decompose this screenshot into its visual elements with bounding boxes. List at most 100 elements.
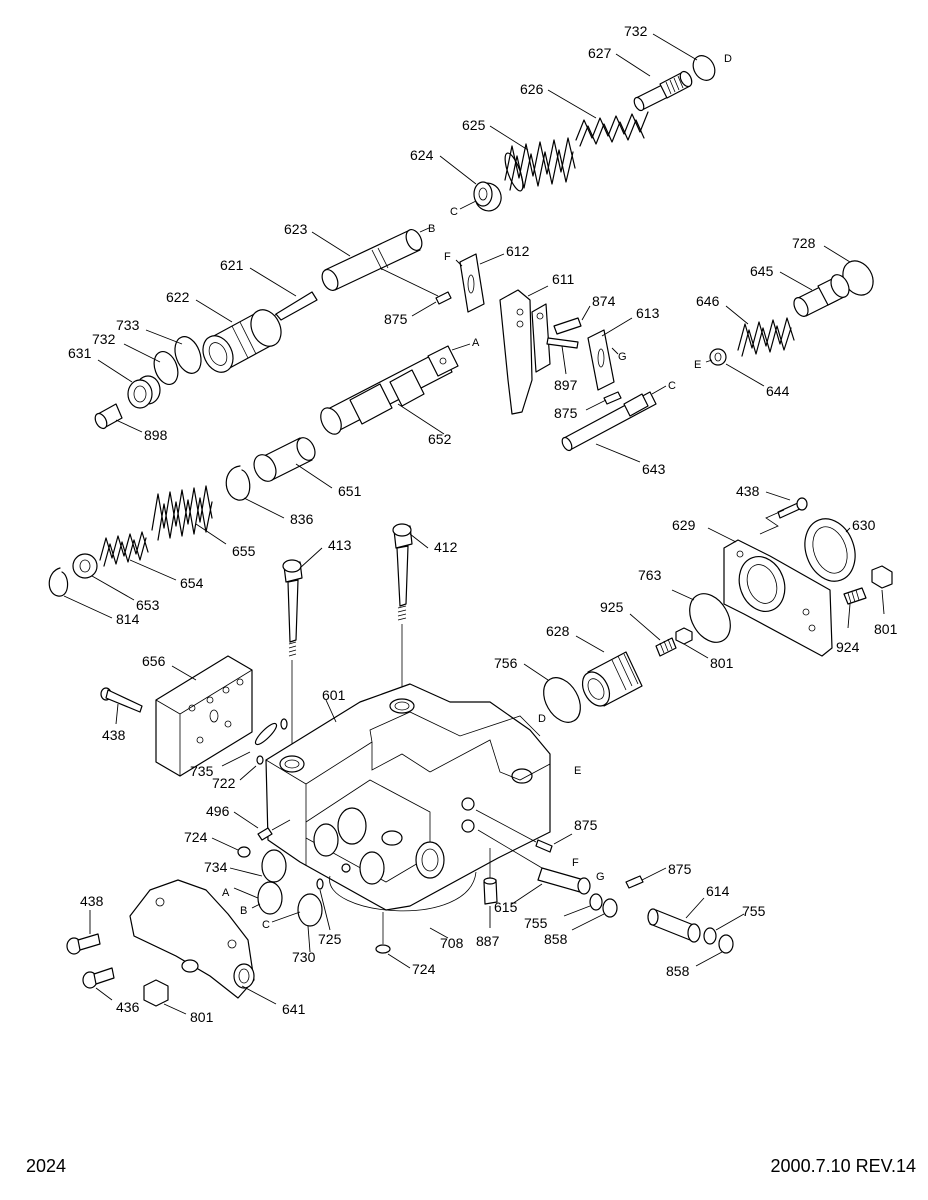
label-730: 730: [292, 949, 316, 965]
label-755-right: 755: [742, 903, 766, 919]
pin-875-body-lower: [625, 867, 667, 889]
sleeve-623: [311, 227, 439, 297]
label-655: 655: [232, 543, 256, 559]
label-628: 628: [546, 623, 570, 639]
label-725: 725: [318, 931, 342, 947]
spool-652: [320, 343, 471, 435]
spring-654: [99, 531, 177, 581]
label-875-body-upper: 875: [574, 817, 598, 833]
pin-875-body-upper: [475, 809, 573, 853]
label-412: 412: [434, 539, 458, 555]
label-624: 624: [410, 147, 434, 163]
plate-613: [587, 317, 633, 391]
label-925: 925: [600, 599, 624, 615]
label-438-right: 438: [736, 483, 760, 499]
ref-letter-g-body: G: [596, 871, 605, 883]
plug-645: [779, 271, 850, 317]
bolt-438-right: [759, 491, 808, 535]
label-626: 626: [520, 81, 544, 97]
label-735: 735: [190, 763, 214, 779]
plug-628: [575, 635, 643, 707]
label-438-left: 438: [102, 727, 126, 743]
leader-708: [429, 927, 449, 939]
spring-655: [151, 485, 227, 545]
plug-898: [94, 403, 143, 433]
cover-629: [707, 527, 833, 657]
label-436: 436: [116, 999, 140, 1015]
ref-letter-e-top: E: [694, 359, 701, 371]
rings-755-858-b: [695, 913, 745, 967]
label-858-right: 858: [666, 963, 690, 979]
pin-875-middle: [585, 391, 622, 411]
label-875-body-lower: 875: [668, 861, 692, 877]
label-622: 622: [166, 289, 190, 305]
label-413: 413: [328, 537, 352, 553]
plate-656: [155, 655, 253, 777]
label-644: 644: [766, 383, 790, 399]
label-601: 601: [322, 687, 346, 703]
label-814: 814: [116, 611, 140, 627]
o-rings-734-730-725: [229, 849, 331, 953]
ref-letter-b-body: B: [240, 905, 247, 917]
plate-612: [455, 253, 505, 313]
o-ring-724-upper: [211, 837, 251, 858]
sleeve-622: [195, 299, 282, 373]
o-rings-733-732: [123, 329, 202, 386]
label-836: 836: [290, 511, 314, 527]
valve-body-601: [265, 683, 551, 912]
label-630: 630: [852, 517, 876, 533]
ref-letter-c-body: C: [262, 919, 270, 931]
plug-615: [477, 829, 591, 905]
rod-643: [561, 385, 667, 463]
label-496: 496: [206, 803, 230, 819]
nut-801-middle: [675, 627, 709, 659]
label-732-left: 732: [92, 331, 116, 347]
pin-874: [553, 305, 591, 335]
rings-755-858-a: [563, 893, 618, 931]
o-rings-735-722: [221, 718, 288, 781]
label-724-lower: 724: [412, 961, 436, 977]
ref-letter-b-top: B: [428, 223, 435, 235]
label-614: 614: [706, 883, 730, 899]
label-623: 623: [284, 221, 308, 237]
label-438-lower: 438: [80, 893, 104, 909]
label-858-left: 858: [544, 931, 568, 947]
spring-646: [725, 305, 795, 357]
pin-897: [546, 337, 579, 375]
label-733: 733: [116, 317, 140, 333]
nut-801-right: [871, 565, 893, 615]
ref-letter-e-body: E: [574, 765, 581, 777]
label-651: 651: [338, 483, 362, 499]
label-621: 621: [220, 257, 244, 273]
label-755-left: 755: [524, 915, 548, 931]
label-615: 615: [494, 899, 518, 915]
label-874: 874: [592, 293, 616, 309]
snap-ring-836: [225, 465, 285, 519]
label-756: 756: [494, 655, 518, 671]
o-ring-763: [671, 589, 731, 643]
o-ring-732-top: [652, 33, 716, 81]
label-728: 728: [792, 235, 816, 251]
label-654: 654: [180, 575, 204, 591]
label-652: 652: [428, 431, 452, 447]
label-722: 722: [212, 775, 236, 791]
label-629: 629: [672, 517, 696, 533]
label-801-middle: 801: [710, 655, 734, 671]
page-number: 2024: [26, 1156, 67, 1176]
set-screw-924: [843, 587, 867, 629]
lever-611: [499, 285, 551, 415]
label-724-upper: 724: [184, 829, 208, 845]
label-643: 643: [642, 461, 666, 477]
collar-631: [97, 359, 161, 409]
pin-875-upper: [411, 291, 452, 317]
o-ring-724-lower: [375, 912, 411, 969]
plug-627: [615, 53, 693, 112]
bolt-436: [82, 967, 115, 1001]
cover-641: [129, 879, 277, 1005]
label-656: 656: [142, 653, 166, 669]
nut-801-lower: [143, 979, 187, 1015]
washer-653: [72, 553, 135, 601]
label-625: 625: [462, 117, 486, 133]
